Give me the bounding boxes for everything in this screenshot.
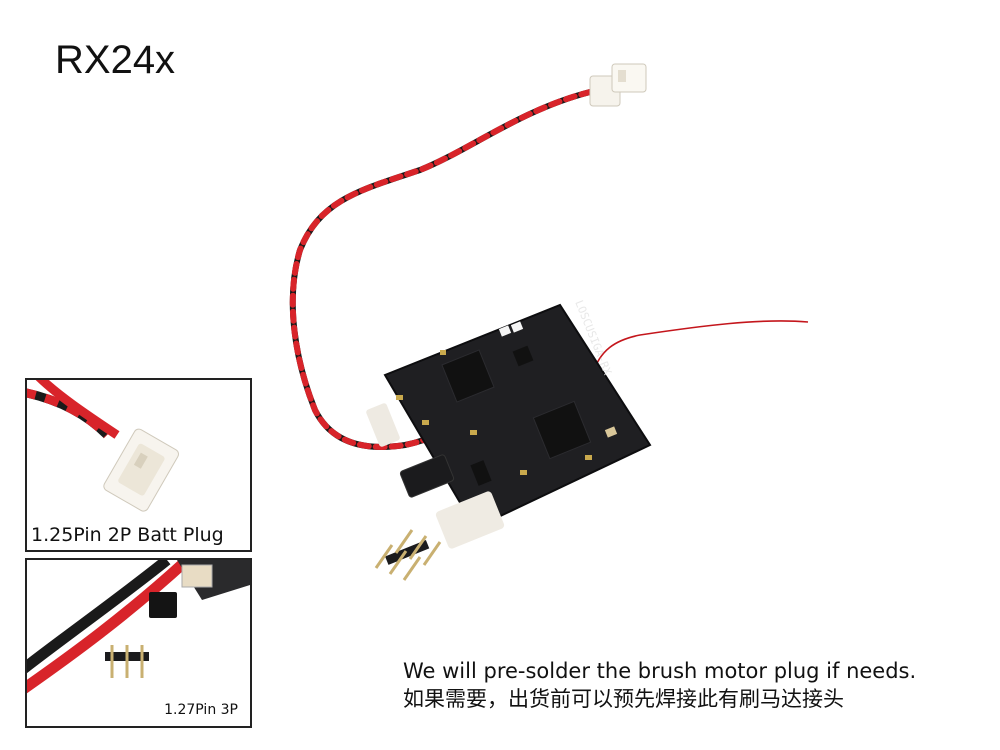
caption: We will pre-solder the brush motor plug … — [403, 657, 916, 713]
battery-plug — [589, 63, 647, 107]
receiver-board: LOSCUSIGA-RX — [366, 298, 652, 549]
connector-3p-closeup — [27, 560, 250, 694]
caption-english: We will pre-solder the brush motor plug … — [403, 659, 917, 683]
header-pins-3p — [374, 529, 442, 581]
inset-battery-plug-label: 1.25Pin 2P Batt Plug — [31, 524, 224, 546]
product-title: RX24x — [55, 38, 176, 82]
caption-chinese: 如果需要，出货前可以预先焊接此有刷马达接头 — [403, 687, 844, 711]
battery-plug-closeup — [27, 380, 179, 512]
inset-battery-plug: 1.25Pin 2P Batt Plug — [25, 378, 252, 552]
battery-lead-wire — [289, 89, 593, 450]
antenna-wire — [591, 320, 809, 376]
inset-3p-connector-label: 1.27Pin 3P — [164, 702, 238, 718]
inset-3p-connector: 1.27Pin 3P — [25, 558, 252, 728]
